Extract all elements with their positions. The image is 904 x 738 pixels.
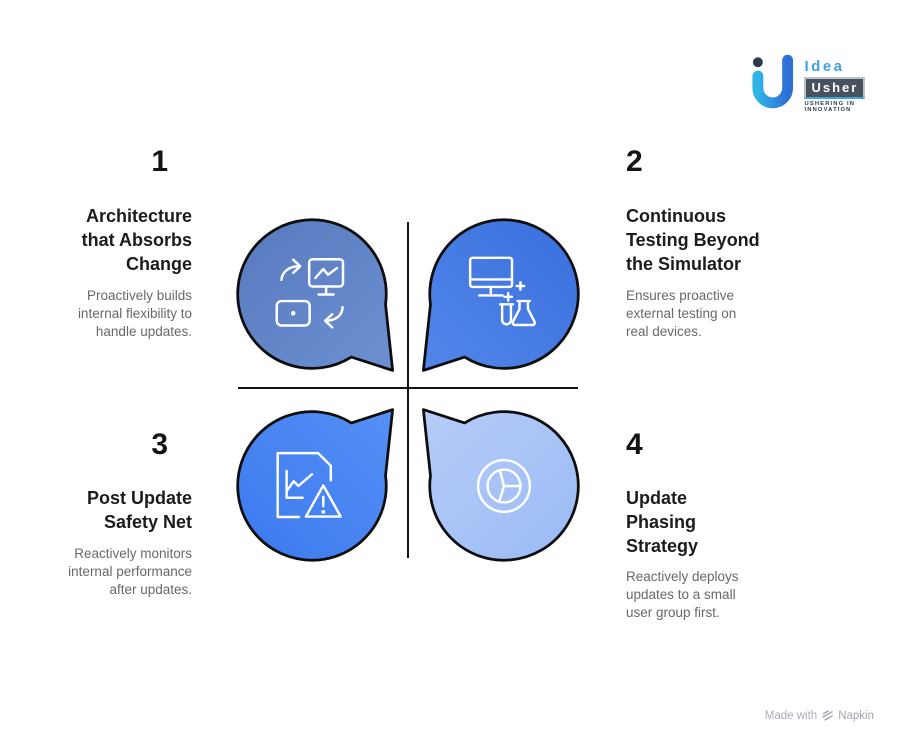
logo-usher-text: Usher: [804, 77, 866, 99]
made-with-napkin: Made with Napkin: [765, 709, 874, 722]
napkin-text: Napkin: [838, 709, 874, 722]
speech-bubble-shape: [236, 408, 395, 562]
pie-chart-icon: [476, 458, 532, 514]
quadrant-2-title: Continuous Testing Beyond the Simulator: [626, 206, 760, 274]
logo-idea-text: Idea: [804, 58, 845, 75]
idea-usher-logo: Idea Usher USHERING IN INNOVATION: [746, 54, 904, 113]
quadrant-4-description: Reactively deploys updates to a small us…: [626, 569, 739, 620]
made-with-text: Made with: [764, 709, 818, 722]
report-warning-icon: [276, 451, 342, 519]
device-testing-icon: [468, 256, 536, 327]
quadrant-1-number: 1: [151, 145, 168, 178]
quadrant-3-number: 3: [151, 428, 168, 461]
quadrant-3-title: Post Update Safety Net: [86, 488, 192, 532]
quadrant-3-description: Reactively monitors internal performance…: [68, 546, 192, 597]
quadrant-4-number: 4: [626, 428, 643, 461]
axis-vertical-line: [407, 222, 409, 558]
quadrant-1-description: Proactively builds internal flexibility …: [77, 288, 192, 339]
speech-bubble-3: [225, 399, 399, 573]
logo-tagline: USHERING IN INNOVATION: [804, 101, 856, 113]
quadrant-4-title: Update Phasing Strategy: [626, 488, 699, 556]
logo-u-icon: [752, 54, 794, 109]
speech-bubble-4: [417, 399, 591, 573]
speech-bubble-shape: [236, 218, 395, 372]
speech-bubble-1: [225, 207, 399, 381]
napkin-logo-icon: [822, 710, 834, 721]
quadrant-1-title: Architecture that Absorbs Change: [81, 206, 192, 274]
quadrant-2-description: Ensures proactive external testing on re…: [626, 288, 737, 339]
quadrant-2-number: 2: [626, 145, 643, 178]
device-sync-icon: [275, 257, 345, 329]
speech-bubble-shape: [421, 408, 580, 562]
speech-bubble-2: [417, 207, 591, 381]
